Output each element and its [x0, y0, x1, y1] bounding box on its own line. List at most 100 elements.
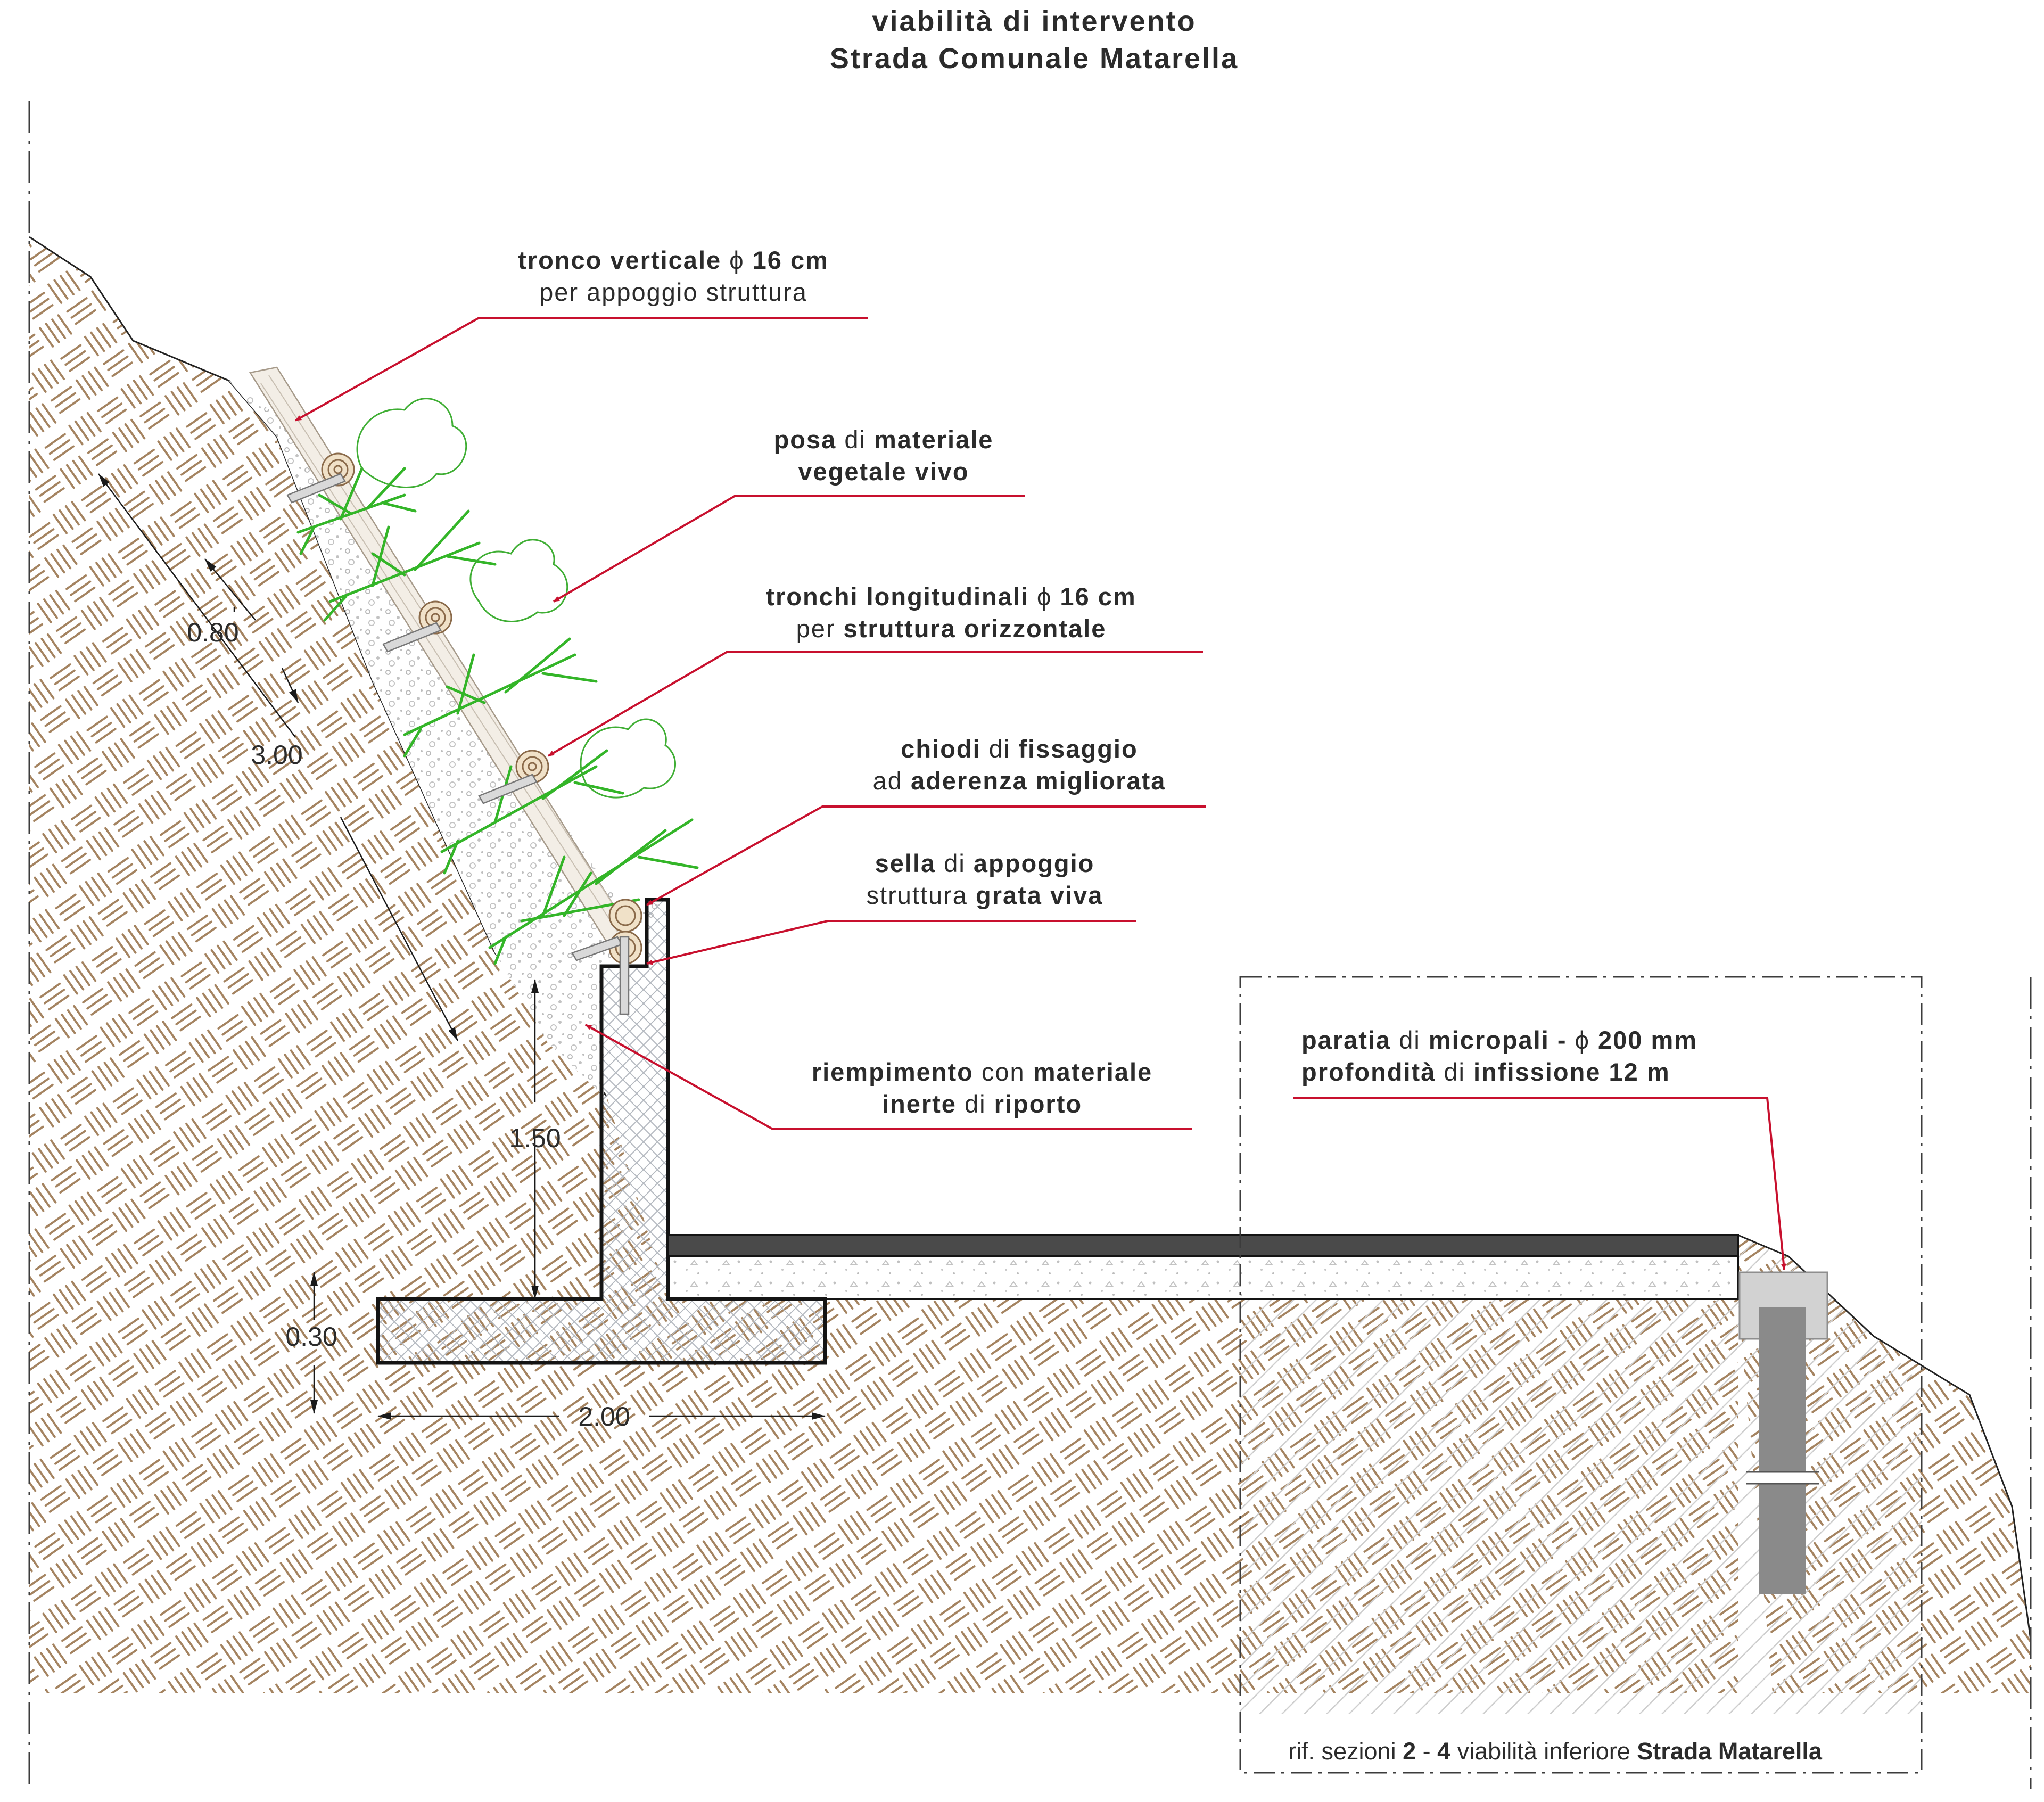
text-run: appoggio	[974, 849, 1094, 877]
text-run: rif. sezioni	[1288, 1738, 1403, 1765]
leader-posa-materiale	[553, 495, 1025, 603]
callout-riempimento-line-2: inerte di riporto	[882, 1090, 1082, 1118]
text-run: 4	[1437, 1738, 1450, 1765]
detail-frame	[1239, 976, 1923, 1774]
callout-sella-appoggio: sella di appoggio struttura grata viva	[867, 849, 1103, 909]
leader-riempimento	[585, 1024, 1192, 1130]
callout-paratia-micropali-line-1: paratia di micropali - ϕ 200 mm	[1301, 1026, 1697, 1054]
log-ring-2	[418, 600, 452, 635]
leader-chiodi-fissaggio	[646, 805, 1206, 906]
text-run: struttura orizzontale	[844, 614, 1107, 643]
micropile-shaft	[1759, 1307, 1806, 1594]
dim-wall-height: 1.50	[509, 1123, 561, 1153]
text-run: di	[981, 735, 1019, 763]
text-run: di	[1436, 1058, 1473, 1086]
text-run: tronco verticale	[518, 246, 729, 274]
callout-tronco-verticale-line-1: tronco verticale ϕ 16 cm	[518, 246, 829, 274]
text-run: sella	[875, 849, 936, 877]
callout-chiodi-fissaggio: chiodi di fissaggio ad aderenza migliora…	[873, 735, 1166, 795]
text-run: 200 mm	[1590, 1026, 1697, 1054]
callout-posa-materiale-line-2: vegetale vivo	[798, 457, 969, 486]
callout-riempimento: riempimento con materiale inerte di ripo…	[812, 1058, 1152, 1118]
text-run: tronchi longitudinali	[766, 582, 1037, 611]
callout-chiodi-fissaggio-line-1: chiodi di fissaggio	[901, 735, 1138, 763]
road-base	[667, 1255, 1739, 1300]
text-run: di	[836, 425, 874, 454]
right-slope-line	[1737, 1234, 2032, 1640]
leader-lines	[295, 317, 1786, 1270]
text-run: di	[957, 1090, 994, 1118]
text-run: 16 cm	[1052, 582, 1136, 611]
title-line-1: viabilità di intervento	[872, 5, 1196, 37]
callout-tronco-verticale-line-2: per appoggio struttura	[539, 278, 807, 306]
text-run: 2	[1403, 1738, 1416, 1765]
text-run: di	[994, 5, 1042, 37]
road-asphalt	[667, 1234, 1739, 1257]
text-run: con	[974, 1058, 1033, 1086]
text-run: -	[1416, 1738, 1437, 1765]
text-run: micropali -	[1429, 1026, 1575, 1054]
text-run: ϕ	[729, 246, 744, 274]
text-run: posa	[774, 425, 837, 454]
text-run: grata viva	[976, 881, 1103, 909]
text-run: per appoggio struttura	[539, 278, 807, 306]
text-run: ad	[873, 767, 911, 795]
leader-tronco-verticale	[295, 317, 868, 422]
text-run: viabilità	[872, 5, 993, 37]
callout-chiodi-fissaggio-line-2: ad aderenza migliorata	[873, 767, 1166, 795]
text-run: ϕ	[1037, 582, 1052, 611]
leader-tronchi-longitudinali	[547, 651, 1203, 757]
callout-sella-appoggio-line-2: struttura grata viva	[867, 881, 1103, 909]
reference-note: rif. sezioni 2 - 4 viabilità inferiore S…	[1288, 1738, 1823, 1765]
retaining-wall	[376, 898, 827, 1365]
dim-footing-width: 2.00	[578, 1402, 630, 1431]
text-run: viabilità inferiore	[1450, 1738, 1637, 1765]
callout-posa-materiale-line-1: posa di materiale	[774, 425, 994, 454]
text-run: di	[936, 849, 974, 877]
title-line-2: Strada Comunale Matarella	[830, 43, 1239, 75]
text-run: struttura	[867, 881, 976, 909]
text-run: materiale	[874, 425, 993, 454]
micropile-break	[1751, 1472, 1814, 1484]
text-run: 16 cm	[745, 246, 829, 274]
text-run: Strada Matarella	[1637, 1738, 1823, 1765]
leader-paratia-micropali	[1293, 1097, 1786, 1270]
dim-slope-step: 0.80	[187, 618, 238, 647]
backfill-dots	[229, 381, 665, 1097]
callout-tronco-verticale: tronco verticale ϕ 16 cm per appoggio st…	[518, 246, 829, 306]
callout-tronchi-longitudinali-line-2: per struttura orizzontale	[796, 614, 1107, 643]
text-run: aderenza migliorata	[911, 767, 1166, 795]
callout-posa-materiale: posa di materiale vegetale vivo	[774, 425, 994, 486]
text-run: riporto	[994, 1090, 1082, 1118]
log-ring-4	[608, 899, 642, 933]
text-run: profondità	[1301, 1058, 1436, 1086]
text-run: infissione 12 m	[1473, 1058, 1670, 1086]
fixing-nails	[286, 473, 630, 1015]
callout-paratia-micropali-line-2: profondità di infissione 12 m	[1301, 1058, 1670, 1086]
text-run: materiale	[1033, 1058, 1152, 1086]
text-run: vegetale vivo	[798, 457, 969, 486]
callout-tronchi-longitudinali: tronchi longitudinali ϕ 16 cm per strutt…	[766, 582, 1136, 643]
text-run: di	[1391, 1026, 1429, 1054]
dim-footing-thickness: 0.30	[285, 1322, 337, 1352]
text-run: Strada Comunale Matarella	[830, 43, 1239, 75]
foliage-outlines	[356, 398, 676, 799]
text-run: paratia	[1301, 1026, 1391, 1054]
text-run: fissaggio	[1018, 735, 1138, 763]
text-run: intervento	[1042, 5, 1197, 37]
lower-ground	[1240, 1235, 1922, 1714]
dim-slope-total: 3.00	[251, 740, 302, 770]
callout-sella-appoggio-line-1: sella di appoggio	[875, 849, 1095, 877]
reference-note-bg	[1272, 1733, 1890, 1770]
callout-paratia-micropali: paratia di micropali - ϕ 200 mm profondi…	[1301, 1026, 1697, 1086]
text-run: ϕ	[1575, 1026, 1590, 1054]
text-run: per	[796, 614, 844, 643]
leader-sella-appoggio	[646, 920, 1136, 965]
dimension-lines	[97, 473, 826, 1420]
text-run: chiodi	[901, 735, 980, 763]
callout-riempimento-line-1: riempimento con materiale	[812, 1058, 1152, 1086]
callout-tronchi-longitudinali-line-1: tronchi longitudinali ϕ 16 cm	[766, 582, 1136, 611]
text-run: riempimento	[812, 1058, 974, 1086]
text-run: inerte	[882, 1090, 957, 1118]
